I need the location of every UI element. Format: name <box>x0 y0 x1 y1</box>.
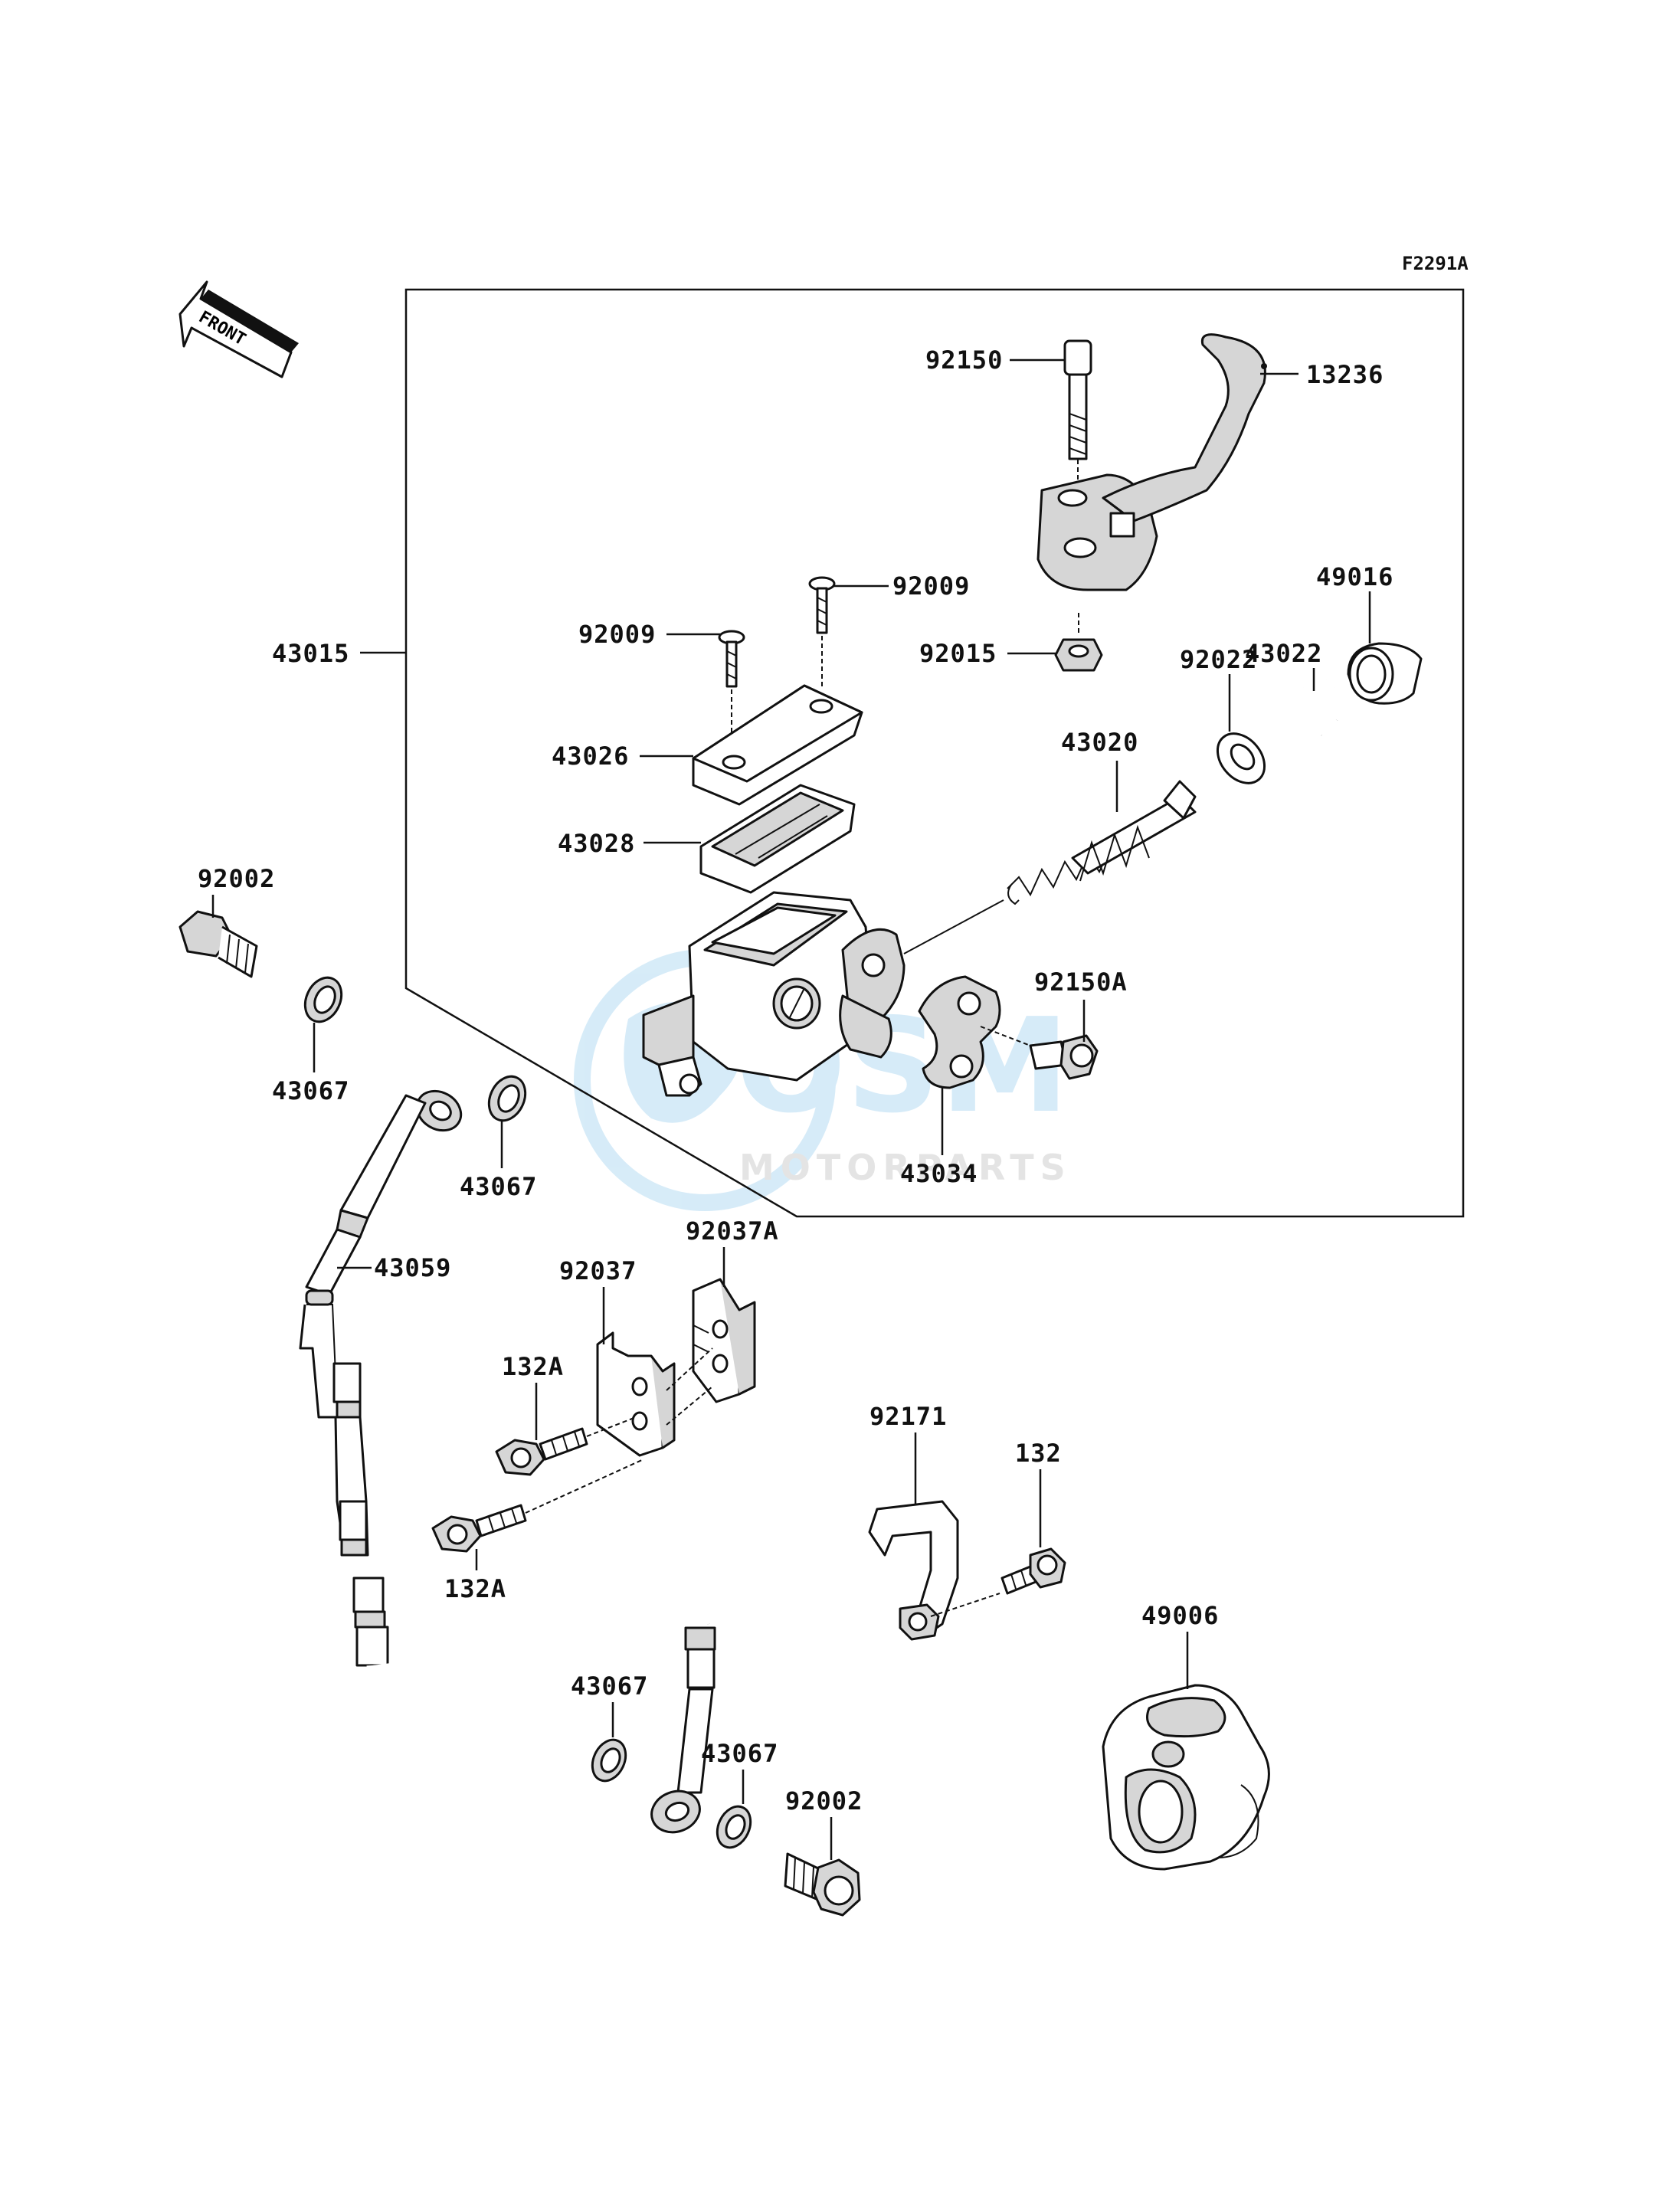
label-43026: 43026 <box>552 742 629 771</box>
label-43067-c: 43067 <box>571 1671 648 1701</box>
bracket-92037 <box>596 1331 713 1457</box>
label-92037: 92037 <box>559 1256 637 1285</box>
screw-92009-right <box>808 576 836 689</box>
circlip-43022 <box>1296 678 1343 737</box>
reservoir-cap-43026 <box>692 684 863 806</box>
banjo-bolt-92002-top <box>178 910 258 978</box>
washer-43067-c <box>591 1738 627 1783</box>
screw-92009-left <box>718 630 745 747</box>
cover-49006 <box>1102 1684 1270 1871</box>
label-43067-b: 43067 <box>460 1172 537 1201</box>
clamp-92171 <box>868 1500 1000 1641</box>
lever-13236 <box>1036 333 1267 591</box>
label-43034: 43034 <box>900 1159 978 1188</box>
label-92150A: 92150A <box>1034 968 1128 997</box>
washer-92022 <box>1216 732 1266 784</box>
label-92037A: 92037A <box>686 1216 779 1246</box>
washer-43067-d <box>716 1805 752 1849</box>
label-13236: 13236 <box>1306 360 1384 389</box>
bolt-92150 <box>1063 339 1092 506</box>
label-132: 132 <box>1015 1439 1062 1468</box>
watermark-sub: MOTORPARTS <box>739 1147 1072 1188</box>
piston-43020 <box>1007 780 1197 905</box>
label-49006: 49006 <box>1141 1601 1219 1630</box>
bolt-132A-upper <box>495 1416 637 1476</box>
clamp-43034 <box>918 975 1031 1089</box>
label-43020: 43020 <box>1061 728 1138 757</box>
bolt-132 <box>1000 1547 1066 1595</box>
front-arrow-icon: FRONT <box>178 280 299 378</box>
washer-43067-b <box>487 1075 527 1122</box>
label-49016: 49016 <box>1316 562 1393 591</box>
washer-43067-a <box>303 976 343 1023</box>
label-92171: 92171 <box>869 1402 947 1431</box>
boot-49016 <box>1347 642 1423 705</box>
label-43022: 43022 <box>1245 639 1322 668</box>
label-132A-upper: 132A <box>502 1352 564 1381</box>
label-43067-d: 43067 <box>701 1739 778 1768</box>
label-92002-top: 92002 <box>198 864 275 893</box>
label-92150: 92150 <box>925 345 1003 375</box>
bracket-92037A <box>692 1278 756 1403</box>
assembly-box <box>404 288 1465 1218</box>
brake-hose-43059 <box>299 1089 716 1834</box>
label-92009-left: 92009 <box>578 620 656 649</box>
label-43067-a: 43067 <box>272 1076 349 1105</box>
label-43059: 43059 <box>374 1253 451 1282</box>
label-92009-right: 92009 <box>892 571 970 601</box>
bolt-92150A <box>1029 1034 1099 1080</box>
label-132A-lower: 132A <box>444 1574 506 1603</box>
part-labels: 92150 13236 92009 92009 43015 92015 4901… <box>198 345 1393 1816</box>
label-92022: 92022 <box>1180 645 1257 674</box>
diaphragm-43028 <box>699 784 856 894</box>
banjo-bolt-92002-bottom <box>784 1852 861 1917</box>
figure-code: F2291A <box>1402 253 1469 274</box>
label-43015: 43015 <box>272 639 349 668</box>
label-92002-bottom: 92002 <box>785 1786 863 1816</box>
label-92015: 92015 <box>919 639 997 668</box>
leader-lines <box>211 359 1371 1860</box>
bolt-132A-lower <box>431 1459 644 1553</box>
label-43028: 43028 <box>558 829 635 858</box>
master-cylinder-body <box>642 891 1004 1097</box>
nut-92015 <box>1054 613 1103 672</box>
